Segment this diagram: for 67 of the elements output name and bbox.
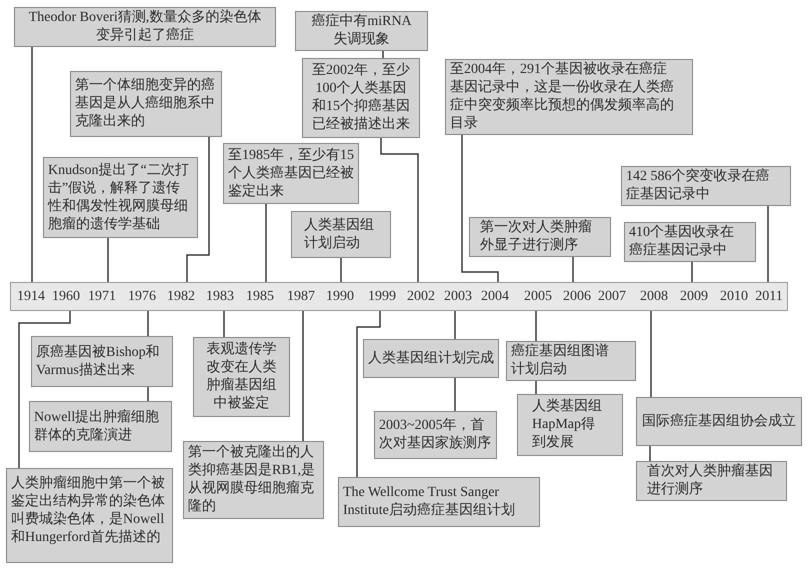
connector-line <box>382 51 384 58</box>
connector-line <box>107 238 109 283</box>
connector-line <box>572 257 574 283</box>
event-box: The Wellcome Trust Sanger Institute启动癌症基因组计划 <box>338 477 540 527</box>
connector-line <box>18 310 71 468</box>
event-box: 人类基因组计划完成 <box>363 339 499 378</box>
event-box: 410个基因收录在癌症基因记录中 <box>624 222 756 262</box>
connector-line <box>650 310 652 397</box>
event-box: 142 586个突变收录在癌症基因记录中 <box>621 166 791 206</box>
year-label: 1983 <box>203 283 237 310</box>
event-box: 癌症基因组图谱计划启动 <box>506 341 636 381</box>
connector-line <box>147 387 149 401</box>
event-box: Theodor Boveri猜测,数量众多的染色体变异引起了癌症 <box>14 7 276 47</box>
connector-line <box>380 138 419 283</box>
year-label: 2004 <box>478 283 512 310</box>
year-label: 2008 <box>637 283 671 310</box>
year-label: 1982 <box>164 283 198 310</box>
year-label: 2007 <box>595 283 629 310</box>
year-label: 1990 <box>323 283 357 310</box>
year-label: 2002 <box>404 283 438 310</box>
event-box: 表观遗传学改变在人类肿瘤基因组中被鉴定 <box>193 337 290 417</box>
connector-line <box>454 378 456 411</box>
connector-line <box>461 135 499 283</box>
year-label: 1976 <box>125 283 159 310</box>
event-box: 第一个体细胞变异的癌基因是从人癌细胞系中克隆出来的 <box>70 71 222 137</box>
event-box: 人类基因组计划启动 <box>291 211 391 258</box>
year-label: 1999 <box>365 283 399 310</box>
connector-line <box>649 446 651 461</box>
event-box: 原癌基因被Bishop和Varmus描述出来 <box>31 336 173 387</box>
connector-line <box>223 310 225 337</box>
year-label: 1914 <box>14 283 48 310</box>
year-label: 2005 <box>521 283 555 310</box>
event-box: 2003~2005年，首次对基因家族测序 <box>374 411 497 459</box>
year-label: 2011 <box>752 283 786 310</box>
event-box: Nowell提出肿瘤细胞群体的克隆演进 <box>29 401 172 452</box>
year-label: 1985 <box>243 283 277 310</box>
connector-line <box>767 206 769 283</box>
event-box: 人类肿瘤细胞中第一个被鉴定出结构异常的染色体叫费城染色体，是Nowell和Hungerford首先描述的 <box>6 468 173 563</box>
connector-line <box>691 262 693 283</box>
connector-line <box>186 137 210 283</box>
year-label: 2010 <box>717 283 751 310</box>
connector-line <box>147 310 149 336</box>
connector-line <box>265 204 267 283</box>
event-box: 第一次对人类肿瘤外显子进行测序 <box>469 217 611 257</box>
event-box: 至2002年，至少100个人类基因和15个抑癌基因已经被描述出来 <box>302 58 420 138</box>
year-label: 2009 <box>677 283 711 310</box>
connector-line <box>535 310 537 341</box>
connector-line <box>454 310 456 339</box>
timeline-bar <box>10 282 788 311</box>
event-box: 至1985年，至少有15个人类癌基因已经被鉴定出来 <box>223 143 359 204</box>
event-box: 至2004年，291个基因被收录在癌症基因记录中，这是一份收录在人类癌症中突变频率比预想的偶发频率高的目录 <box>445 59 693 135</box>
connector-line <box>31 47 33 283</box>
year-label: 2003 <box>441 283 475 310</box>
year-label: 1971 <box>85 283 119 310</box>
event-box: 癌症中有miRNA失调现象 <box>295 11 428 51</box>
year-label: 2006 <box>560 283 594 310</box>
event-box: 第一个被克隆出的人类抑癌基因是RB1,是从视网膜母细胞瘤克隆的 <box>183 441 324 519</box>
year-label: 1960 <box>49 283 83 310</box>
event-box: 人类基因组HapMap得到发展 <box>517 394 623 456</box>
connector-line <box>340 258 342 283</box>
connector-line <box>302 310 304 441</box>
event-box: 首次对人类肿瘤基因进行测序 <box>636 461 787 501</box>
event-box: Knudson提出了“二次打击”假说，解释了遗传性和偶发性视网膜母细胞瘤的遗传学基础 <box>43 157 198 238</box>
connector-line <box>535 381 537 394</box>
connector-line <box>356 310 381 477</box>
event-box: 国际癌症基因组协会成立 <box>636 397 802 446</box>
year-label: 1987 <box>284 283 318 310</box>
